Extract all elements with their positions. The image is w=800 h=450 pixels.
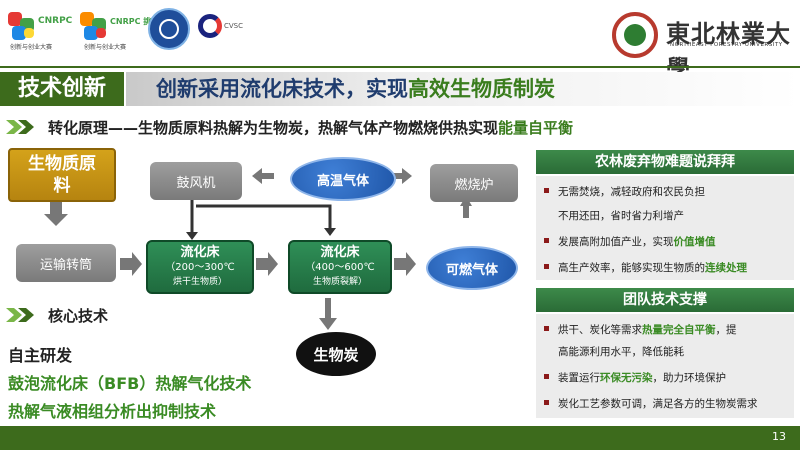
core-tech-line2: 鼓泡流化床（BFB）热解气化技术 (8, 374, 252, 393)
arrow-left-icon (394, 168, 412, 184)
conversion-principle-heading: 转化原理——生物质原料热解为生物炭，热解气体产物燃烧供热实现能量自平衡 (48, 117, 573, 138)
core-tech-line3: 热解气液相组分析出抑制技术 (8, 402, 217, 421)
logo-caption: 创新与创业大赛 (84, 44, 127, 51)
high-temp-gas-label: 高温气体 (316, 173, 369, 189)
fluidized-bed-1: 流化床 （200～300℃ 烘干生物质） (146, 240, 254, 294)
panel1-title: 农林废弃物难题说拜拜 (536, 150, 794, 174)
combustible-gas-ellipse: 可燃气体 (426, 246, 518, 290)
title-highlight: 高效生物质制炭 (408, 77, 555, 101)
bullet-icon (544, 188, 549, 193)
bullet-icon (544, 326, 549, 331)
principle-prefix: 转化原理——生物质原料热解为生物炭，热解气体产物燃烧供热实现 (48, 119, 499, 137)
panel2-body: 烘干、炭化等需求热量完全自平衡，提 高能源利用水平，降低能耗 装置运行环保无污染… (536, 314, 794, 418)
university-english-name: NORTHEAST FORESTRY UNIVERSITY (670, 42, 783, 48)
bed1-temp: （200～300℃ (165, 262, 235, 273)
combustible-gas-label: 可燃气体 (445, 262, 498, 278)
biochar-ellipse: 生物炭 (296, 332, 376, 376)
principle-highlight: 能量自平衡 (498, 119, 574, 137)
arrow-down-icon (44, 202, 68, 226)
flow-arrows (44, 168, 472, 330)
university-emblem-icon (612, 12, 658, 58)
bed2-temp: （400～600℃ (305, 262, 375, 273)
arrow-right-icon (394, 252, 416, 276)
header-divider (0, 66, 800, 68)
cnrpc-logo: CNRPC 创新与创业大赛 (6, 8, 73, 51)
blower-box: 鼓风机 (150, 162, 242, 200)
logo-text: CNRPC 挑战 (110, 17, 160, 26)
logo-text: CNRPC (38, 16, 73, 26)
fluidized-bed-2: 流化床 （400～600℃ 生物质裂解） (288, 240, 392, 294)
double-chevron-icon (6, 120, 34, 134)
panel2-title: 团队技术支撑 (536, 288, 794, 312)
cnrpc-challenge-logo: CNRPC 挑战 创新与创业大赛 (78, 8, 159, 51)
bullet-icon (544, 264, 549, 269)
arrow-right-icon (120, 252, 142, 276)
arrow-down-icon (319, 298, 337, 330)
arrow-left-icon (252, 168, 274, 184)
furnace-label: 燃烧炉 (454, 177, 494, 193)
transport-label: 运输转筒 (39, 257, 92, 273)
bed2-title: 流化床 (320, 245, 360, 260)
bullet-icon (544, 400, 549, 405)
bullet-icon (544, 238, 549, 243)
bed1-note: 烘干生物质） (172, 277, 227, 287)
title-band (126, 72, 800, 106)
furnace-box: 燃烧炉 (430, 164, 518, 202)
arrow-right-icon (256, 252, 278, 276)
page-number: 13 (772, 430, 786, 443)
page-title: 创新采用流化床技术，实现高效生物质制炭 (156, 72, 555, 106)
section-tag: 技术创新 (0, 72, 124, 106)
high-temp-gas-ellipse: 高温气体 (290, 157, 396, 201)
transport-drum-box: 运输转筒 (16, 244, 116, 282)
footer-bar (0, 426, 800, 450)
raw-material-label: 生物质原料 (28, 154, 96, 196)
logo-text: CVSC (224, 22, 244, 30)
logo-caption: 创新与创业大赛 (10, 44, 53, 51)
title-prefix: 创新采用流化床技术，实现 (156, 77, 408, 101)
core-tech-line1: 自主研发 (8, 346, 73, 365)
bullet-icon (544, 374, 549, 379)
panel1-body: 无需焚烧，减轻政府和农民负担 不用还田，省时省力利增产 发展高附加值产业，实现价… (536, 176, 794, 280)
double-chevron-icon (6, 308, 34, 322)
core-tech-heading: 核心技术 (48, 307, 109, 325)
blower-label: 鼓风机 (176, 175, 216, 191)
bed2-note: 生物质裂解） (312, 277, 367, 287)
bed1-title: 流化床 (180, 245, 220, 260)
circle-emblem-logo (148, 8, 190, 50)
biomass-raw-material-box: 生物质原料 (8, 148, 116, 202)
cvsc-logo: CVSC (196, 8, 250, 48)
biochar-label: 生物炭 (313, 345, 359, 364)
